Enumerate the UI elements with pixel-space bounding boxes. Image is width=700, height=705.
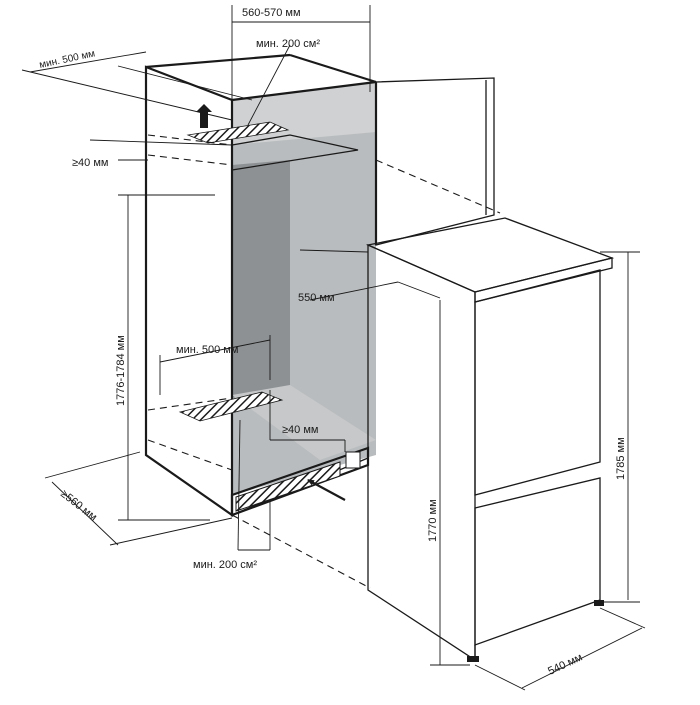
bottom-gap-label: ≥40 мм — [282, 424, 318, 436]
airflow-in-arrow — [307, 479, 346, 501]
vent-bottom-label: мин. 200 см² — [193, 559, 257, 571]
fridge-side — [367, 244, 476, 662]
fridge-top — [365, 217, 615, 293]
fridge-foot — [594, 600, 604, 606]
top-vent — [186, 121, 290, 144]
niche-door — [375, 77, 495, 246]
fridge-lower-door — [474, 477, 601, 646]
niche-width-label: 560-570 мм — [242, 7, 301, 19]
dimension-lines — [21, 5, 646, 691]
vent-top-label: мин. 200 см² — [256, 38, 320, 50]
plinth-vent — [235, 461, 341, 512]
niche-top-shelf — [231, 134, 359, 171]
refrigerator — [231, 159, 615, 662]
fridge-inner-height-label: 1770 мм — [427, 499, 439, 542]
fridge-depth-label: 540 мм — [546, 651, 584, 677]
bottom-depth-label: мин. 500 мм — [176, 344, 238, 356]
niche-height-label: 1776-1784 мм — [115, 335, 127, 406]
fridge-upper-door — [474, 269, 601, 496]
bottom-vent — [178, 391, 284, 422]
niche-left-wall — [232, 160, 290, 398]
niche — [144, 53, 495, 518]
fridge-outer-height-label: 1785 мм — [615, 437, 627, 480]
niche-depth-label: ≥560 мм — [58, 488, 99, 524]
fridge-foot — [467, 656, 479, 662]
top-gap-label: ≥40 мм — [72, 157, 108, 169]
door-clearance-label: 550 мм — [298, 292, 335, 304]
top-depth-label: мин. 500 мм — [38, 48, 96, 71]
airflow-up-arrow — [196, 104, 212, 128]
